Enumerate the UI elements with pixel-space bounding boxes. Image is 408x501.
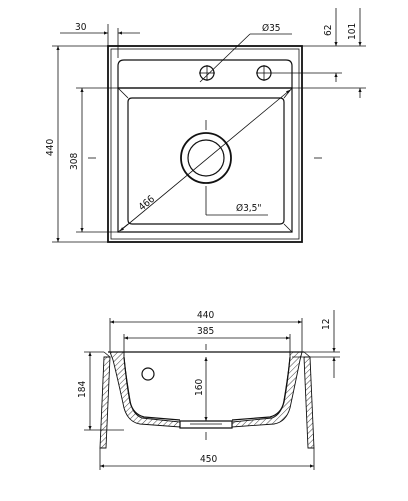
dim-drain-label: Ø3,5" [236,202,262,214]
cabinet-wall-left [99,356,111,449]
diagonal-dimension-line [119,89,291,232]
dim-diag-label: 466 [137,194,157,214]
dim-top-label: 440 [197,310,214,321]
dim-width-label: 440 [45,139,56,156]
top-view: 30 Ø35 62 101 440 308 466 Ø3,5" [45,8,366,243]
tap-deck [117,59,293,89]
dim-depth-label: 160 [194,379,205,396]
dim-wall-label: 30 [75,22,87,33]
dim-tap-hole-label: Ø35 [262,22,281,34]
dim-height-label: 184 [77,381,88,398]
dim-inner-label: 385 [197,326,214,337]
section-view: 440 385 12 184 160 450 [77,310,340,470]
dim-101-label: 101 [347,23,358,40]
sink-section-right [231,351,303,428]
dim-bottom-label: 450 [200,454,217,465]
cabinet-wall-right [303,356,315,449]
dim-62-label: 62 [323,25,334,36]
sink-outline [107,45,303,243]
dim-rim-label: 12 [321,319,332,330]
dim-308-label: 308 [69,153,80,170]
sink-section-left [109,351,181,428]
overflow-hole [141,367,155,381]
drain-section [179,420,233,429]
